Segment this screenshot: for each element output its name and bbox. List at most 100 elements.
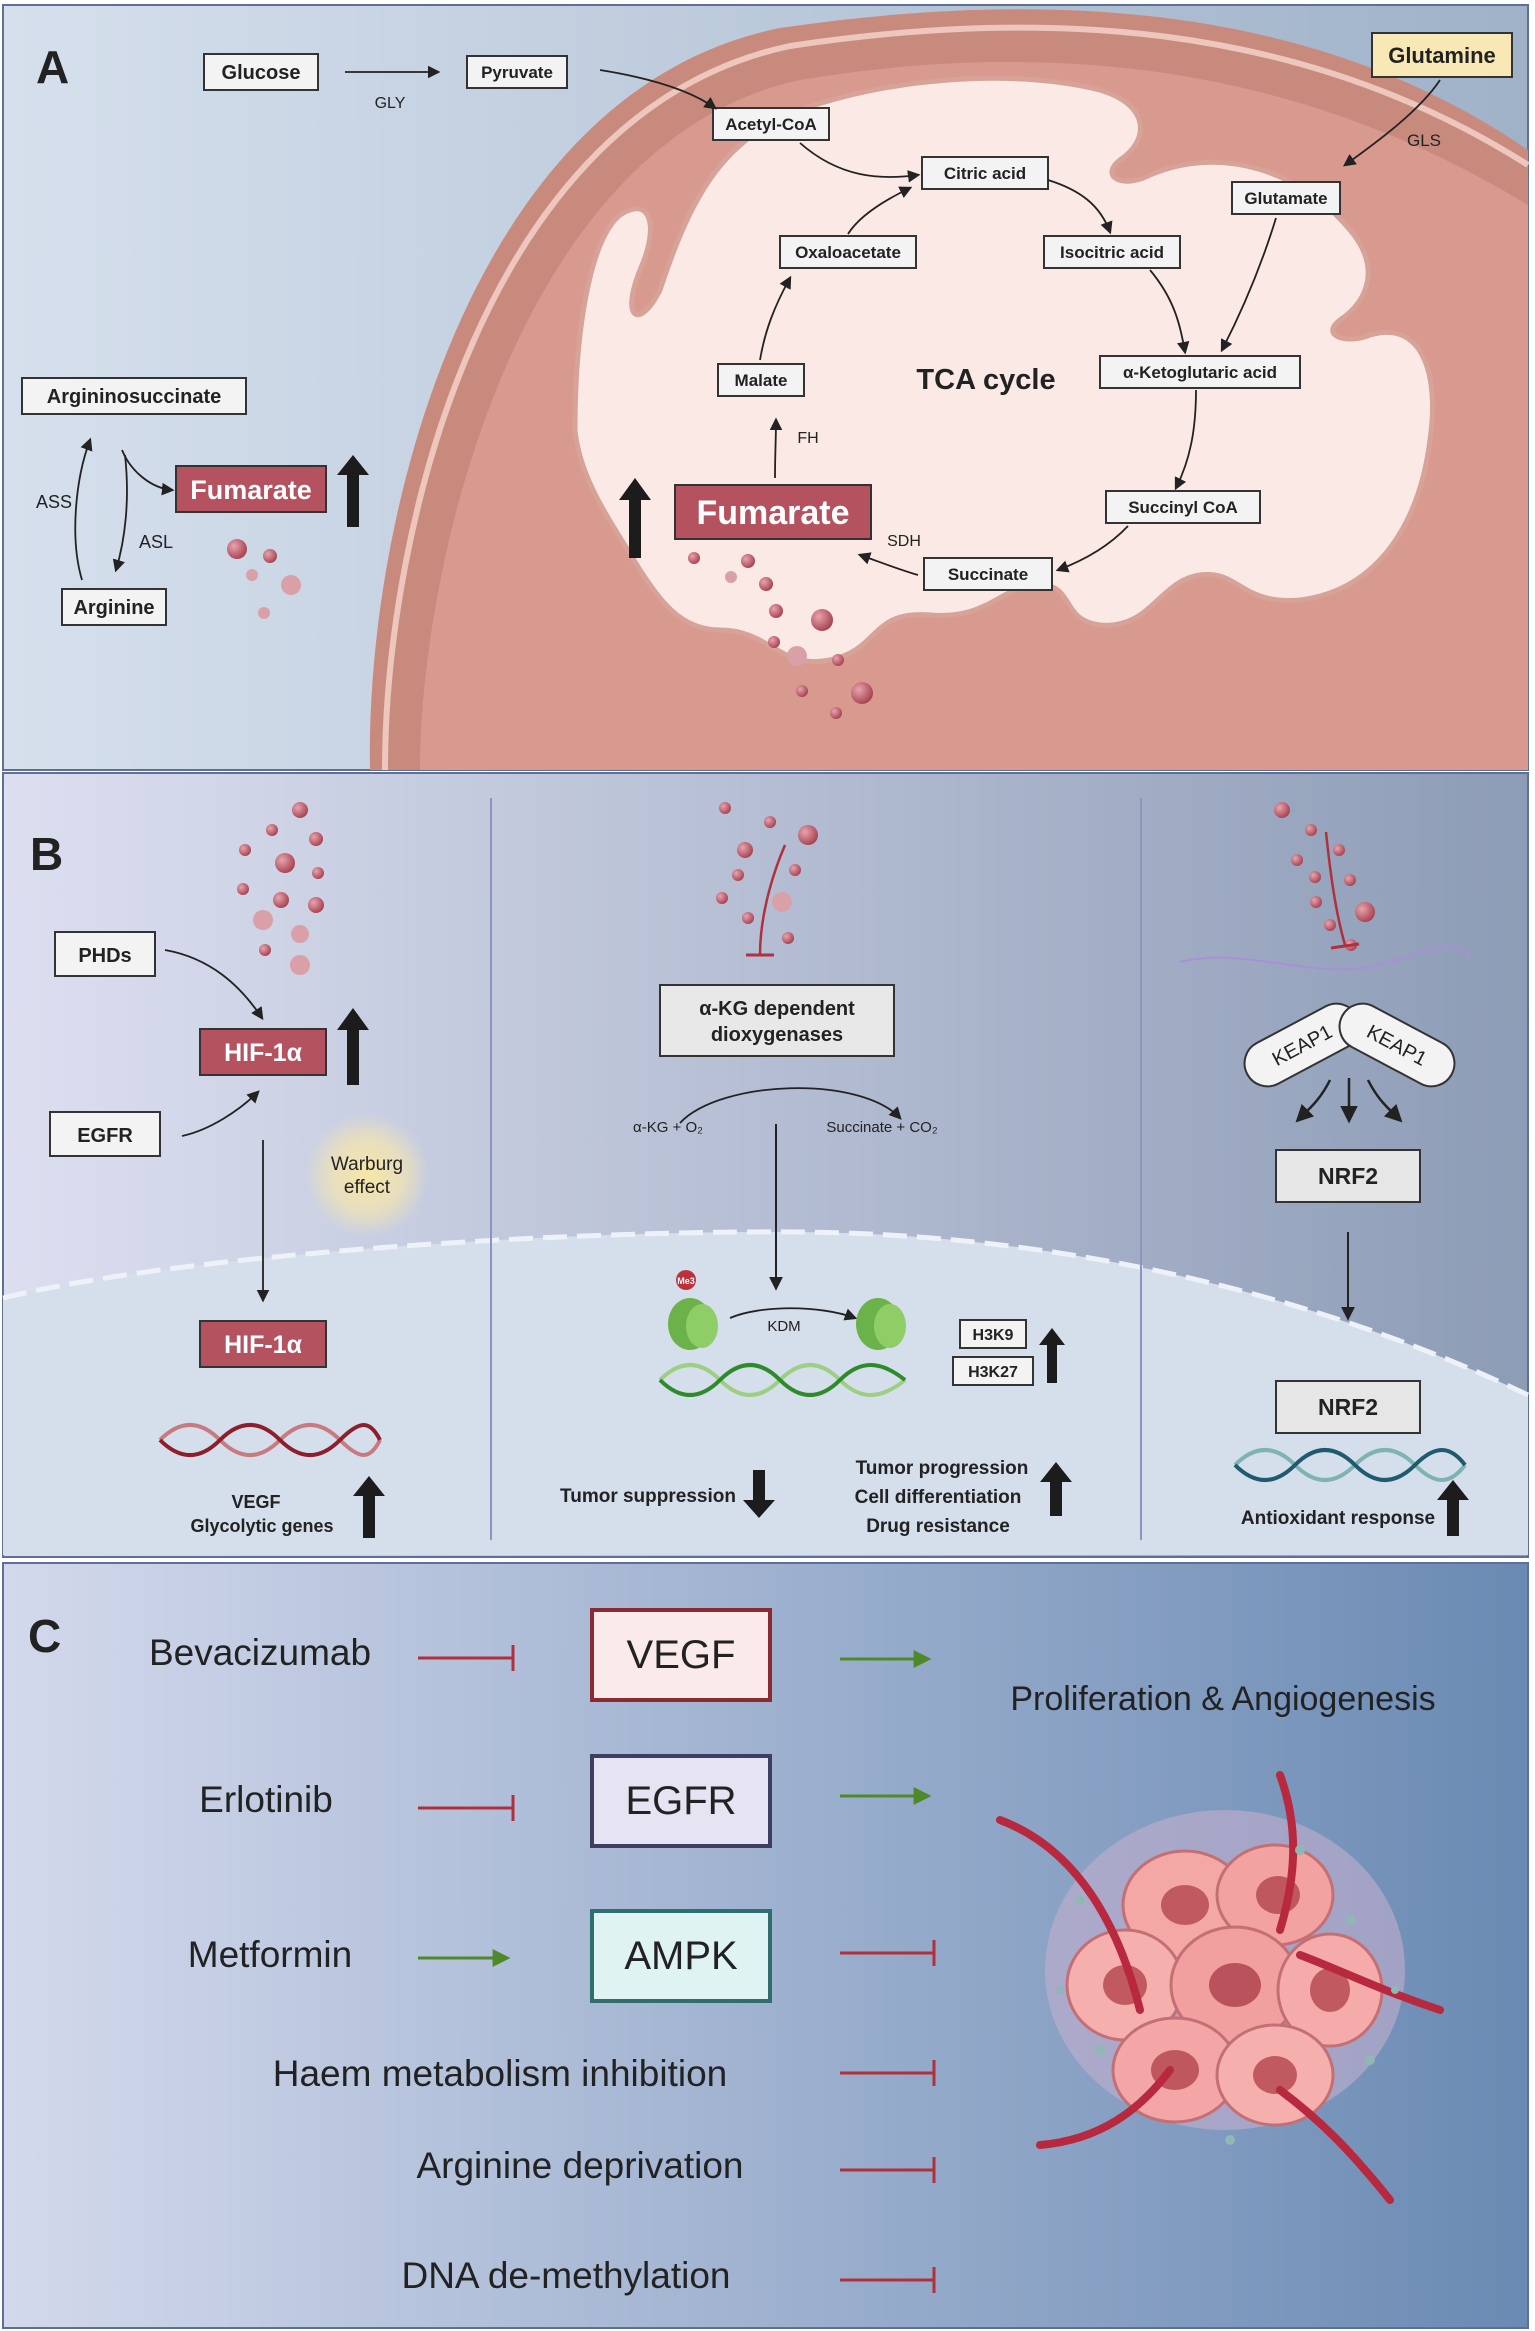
panel-c-letter: C	[28, 1610, 61, 1662]
glutamate-label: Glutamate	[1244, 189, 1327, 208]
argininosuccinate-label: Argininosuccinate	[47, 386, 221, 408]
b-droplets-2	[716, 802, 818, 944]
metformin-label: Metformin	[188, 1934, 352, 1975]
fumarate-cyto-box: Fumarate	[175, 465, 327, 513]
fumarate-mito-up-arrow	[619, 478, 651, 558]
me3-mark	[676, 1270, 696, 1290]
arginine-deprivation-label: Arginine deprivation	[416, 2145, 743, 2186]
ass-label: ASS	[36, 492, 72, 512]
isocitric-acid-box: Isocitric acid	[1043, 235, 1181, 269]
argininosuccinate-box: Argininosuccinate	[21, 377, 247, 415]
succinate-box: Succinate	[923, 557, 1053, 591]
fumarate-cyto-label: Fumarate	[190, 475, 312, 505]
hif-cyto-box: HIF-1α	[199, 1028, 327, 1076]
nrf2-cyto-box: NRF2	[1275, 1149, 1421, 1203]
fh-label: FH	[797, 430, 818, 447]
arrow-akg-reaction	[679, 1087, 902, 1124]
arrow-glutamine-glutamate	[1342, 79, 1441, 167]
arrow-fumarate-malate	[769, 417, 783, 479]
histone-up-arrow	[1039, 1328, 1065, 1383]
c-ampk-box: AMPK	[590, 1909, 772, 2003]
oxaloacetate-box: Oxaloacetate	[779, 235, 917, 269]
oxaloacetate-label: Oxaloacetate	[795, 243, 901, 262]
me3-label: Me3	[677, 1276, 695, 1286]
akg-dep-label-2: dioxygenases	[711, 1024, 843, 1046]
arrow-acetyl-citric	[799, 142, 921, 183]
akg-dep-box: α-KG dependent dioxygenases	[659, 984, 895, 1057]
b-droplets-3	[1274, 802, 1375, 951]
succinyl-coa-box: Succinyl CoA	[1105, 490, 1261, 524]
fumarate-droplets-a	[227, 539, 873, 719]
nuclear-membrane	[2, 1229, 1530, 1398]
fumarate-mito-box: Fumarate	[674, 484, 872, 540]
fumarate-cyto-up-arrow	[337, 455, 369, 527]
arrow-arginine-argsucc	[74, 437, 93, 581]
acetyl-coa-box: Acetyl-CoA	[712, 107, 830, 141]
succinate-label: Succinate	[948, 565, 1028, 584]
inhibit-bar-keap	[1330, 942, 1360, 950]
asl-label: ASL	[139, 532, 173, 552]
glutamate-box: Glutamate	[1231, 181, 1341, 215]
egfr-label: EGFR	[77, 1125, 133, 1147]
h3k9-label: H3K9	[973, 1327, 1014, 1344]
suppression-down-arrow	[743, 1470, 775, 1518]
inhibit-line-keap	[1324, 831, 1347, 946]
hif-nuc-label: HIF-1α	[224, 1331, 303, 1359]
succ-co2-label: Succinate + CO₂	[826, 1119, 937, 1136]
tca-cycle-label: TCA cycle	[916, 364, 1055, 396]
citric-acid-box: Citric acid	[921, 156, 1049, 190]
antioxidant-label: Antioxidant response	[1241, 1508, 1435, 1529]
glycolytic-genes-label: Glycolytic genes	[190, 1516, 333, 1536]
malate-box: Malate	[717, 363, 805, 397]
akg-o2-label: α-KG + O₂	[633, 1119, 703, 1136]
tumor-progression-label: Tumor progression	[856, 1458, 1029, 1479]
succinyl-coa-label: Succinyl CoA	[1128, 498, 1238, 517]
panel-b-letter: B	[30, 828, 63, 880]
arginine-box: Arginine	[61, 588, 167, 626]
sdh-label: SDH	[887, 533, 921, 550]
nrf2-nuc-label: NRF2	[1318, 1394, 1378, 1420]
warburg-glow	[305, 1113, 429, 1237]
kdm-label: KDM	[767, 1318, 800, 1335]
arrow-akg-succinylcoa	[1174, 389, 1197, 491]
arrow-isocitric-akg	[1149, 269, 1190, 355]
panel-a-up-arrows	[337, 455, 651, 558]
c-left-connectors	[418, 1645, 515, 1967]
glucose-box: Glucose	[203, 53, 319, 91]
dna-demethylation-label: DNA de-methylation	[401, 2255, 730, 2296]
h3k9-box: H3K9	[959, 1319, 1027, 1349]
effect-label: effect	[344, 1177, 391, 1198]
hif-up-arrow	[337, 1008, 369, 1085]
arrow-kdm	[729, 1307, 858, 1321]
malate-label: Malate	[735, 371, 788, 390]
c-egfr-box: EGFR	[590, 1754, 772, 1848]
keap-membrane-wave	[1179, 945, 1471, 971]
dna-nrf2	[1233, 1448, 1467, 1482]
glutamine-label: Glutamine	[1388, 43, 1496, 68]
akg-dep-label-1: α-KG dependent	[699, 998, 855, 1020]
phds-box: PHDs	[54, 931, 156, 977]
arrow-malate-oxaloacetate	[759, 275, 792, 361]
acetyl-coa-label: Acetyl-CoA	[725, 115, 817, 134]
arrow-succinylcoa-succinate	[1055, 525, 1129, 573]
b1-arrows	[164, 949, 270, 1303]
arrow-pyruvate-acetyl	[599, 69, 718, 110]
nrf2-nuc-box: NRF2	[1275, 1380, 1421, 1434]
proliferation-label: Proliferation & Angiogenesis	[1010, 1680, 1435, 1718]
akg-label: α-Ketoglutaric acid	[1123, 363, 1277, 382]
hif-nuc-box: HIF-1α	[199, 1320, 327, 1368]
inhibit-line-akg	[758, 844, 787, 956]
h3k27-label: H3K27	[968, 1364, 1018, 1381]
arrow-oxaloacetate-citric	[847, 186, 913, 235]
arginine-label: Arginine	[73, 597, 154, 619]
tumor-cluster-illustration	[996, 1771, 1444, 2204]
glutamine-box: Glutamine	[1371, 32, 1513, 78]
nrf2-cyto-label: NRF2	[1318, 1163, 1378, 1189]
arrow-citric-isocitric	[1047, 179, 1113, 235]
panel-a-letter: A	[36, 41, 69, 93]
akg-box: α-Ketoglutaric acid	[1099, 355, 1301, 389]
h3k27-box: H3K27	[952, 1356, 1034, 1386]
pyruvate-box: Pyruvate	[466, 55, 568, 89]
